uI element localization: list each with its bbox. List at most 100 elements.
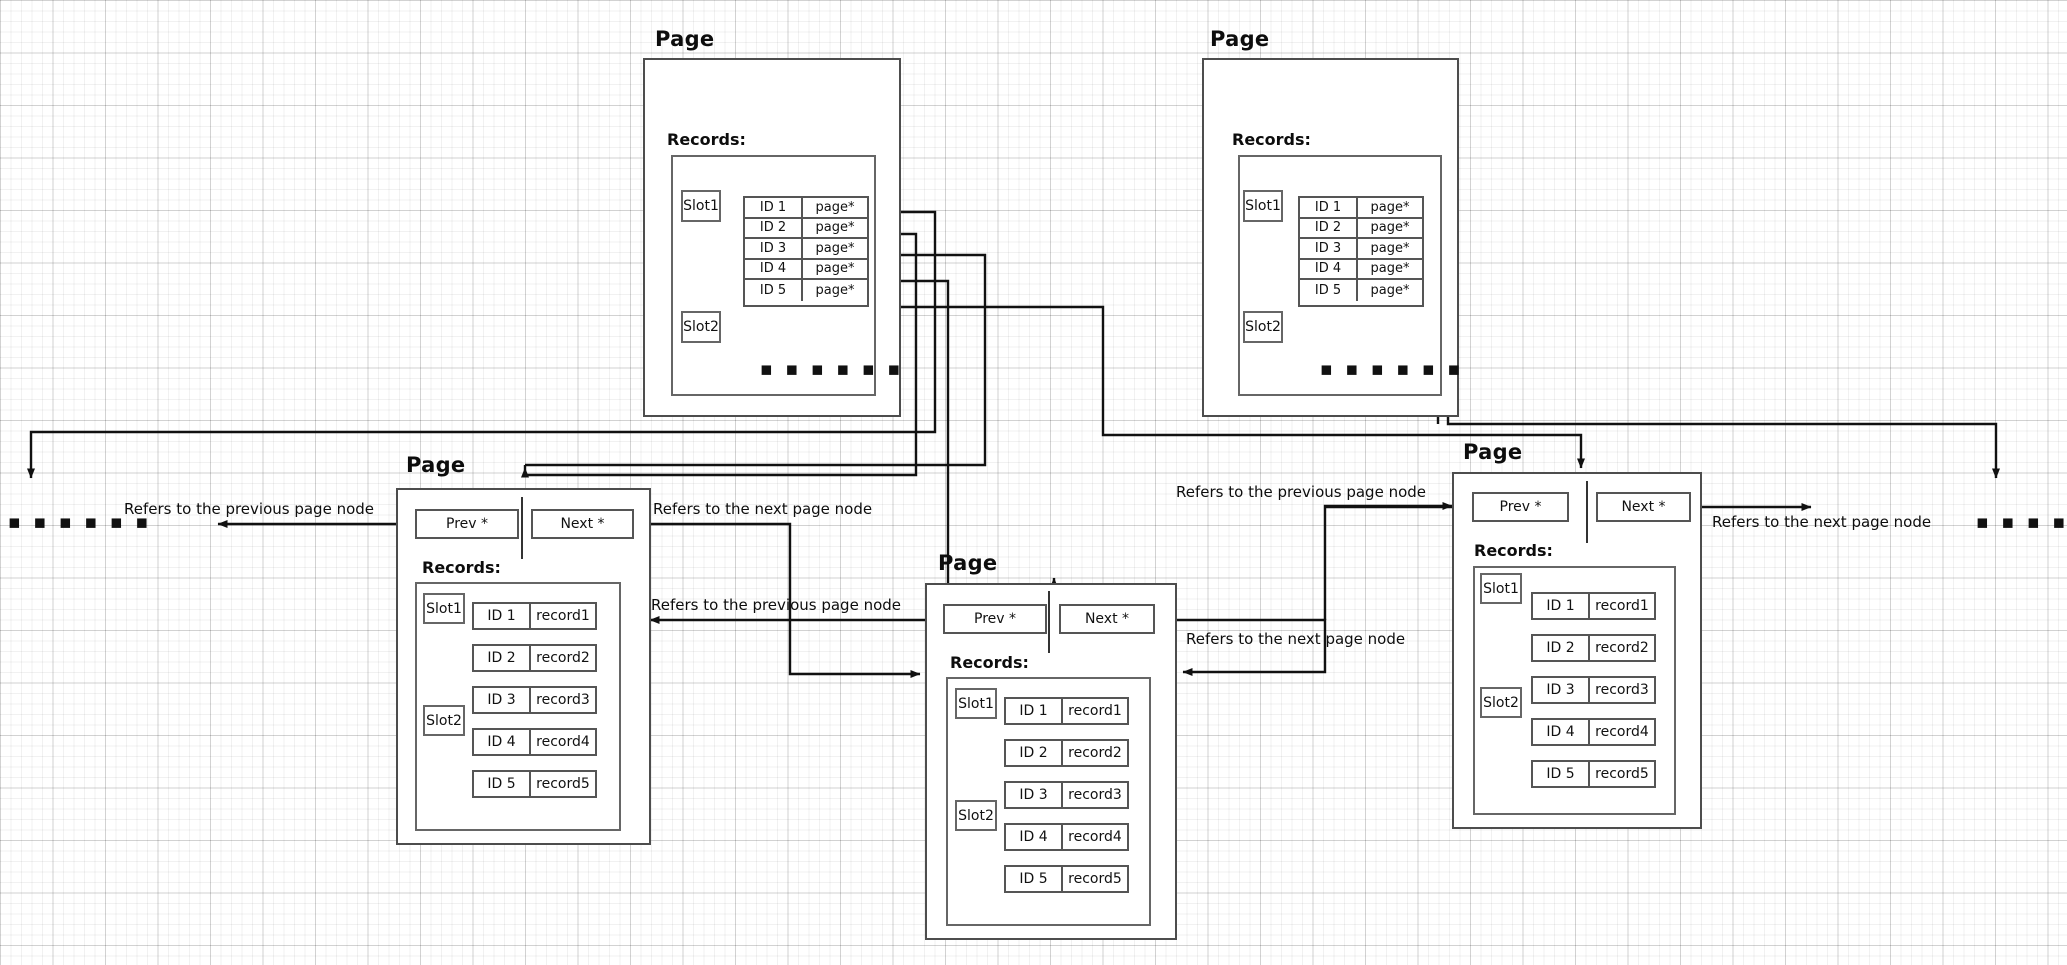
leaf-page-right-records-label: Records: (1474, 541, 1553, 560)
leaf-page-middle-slot2[interactable]: Slot2 (955, 800, 997, 831)
leaf-page-left-row-1[interactable]: ID 1 record1 (472, 602, 597, 630)
index-page-right-row-2-id: ID 2 (1300, 218, 1358, 237)
leaf-page-middle-title: Page (938, 551, 998, 575)
leaf-page-left-row-5-value: record5 (536, 776, 590, 792)
leaf-page-middle-row-4-id: ID 4 (1006, 825, 1063, 849)
leaf-page-middle-row-3-id: ID 3 (1006, 783, 1063, 807)
index-page-right-row-3-id: ID 3 (1300, 239, 1358, 258)
index-page-right-row-4-id: ID 4 (1300, 259, 1358, 278)
leaf-page-left-row-3[interactable]: ID 3 record3 (472, 686, 597, 714)
leaf-page-right-prev[interactable]: Prev * (1472, 492, 1569, 522)
index-page-left-records-label: Records: (667, 130, 746, 149)
leaf-page-left-row-2-value: record2 (536, 650, 590, 666)
leaf-page-middle-next[interactable]: Next * (1059, 604, 1155, 634)
leaf-page-right-divider (1586, 481, 1588, 543)
index-page-right-row-3-value: page* (1370, 240, 1410, 256)
index-page-right-row-5[interactable]: ID 5 page* (1300, 280, 1422, 301)
index-page-left-row-1-value: page* (815, 199, 855, 215)
index-page-left-row-3-id: ID 3 (745, 239, 803, 258)
index-page-right-row-1[interactable]: ID 1 page* (1300, 198, 1422, 219)
leaf-page-right-slot2[interactable]: Slot2 (1480, 687, 1522, 718)
leaf-page-middle-row-1-value: record1 (1068, 703, 1122, 719)
index-page-right-row-1-value: page* (1370, 199, 1410, 215)
leaf-page-left-divider (521, 497, 523, 559)
index-page-right-row-2[interactable]: ID 2 page* (1300, 218, 1422, 239)
leaf-page-middle-row-5[interactable]: ID 5 record5 (1004, 865, 1129, 893)
leaf-page-left-title: Page (406, 453, 466, 477)
leaf-page-middle-row-3[interactable]: ID 3 record3 (1004, 781, 1129, 809)
index-page-right-row-5-id: ID 5 (1300, 280, 1358, 301)
index-page-left-title: Page (655, 27, 715, 51)
leaf-page-middle-row-5-id: ID 5 (1006, 867, 1063, 891)
leaf-page-right-row-4[interactable]: ID 4 record4 (1531, 718, 1656, 746)
leaf-page-left-row-3-id: ID 3 (474, 688, 531, 712)
index-page-left-row-1[interactable]: ID 1 page* (745, 198, 867, 219)
leaf-page-left-slot1[interactable]: Slot1 (423, 593, 465, 624)
leaf-page-middle-row-3-value: record3 (1068, 787, 1122, 803)
index-page-left-row-2-id: ID 2 (745, 218, 803, 237)
leaf-page-middle-prev[interactable]: Prev * (943, 604, 1047, 634)
edge-label-middle-prev: Refers to the previous page node (651, 596, 902, 614)
leaf-page-middle-row-2-id: ID 2 (1006, 741, 1063, 765)
index-page-left-row-5-id: ID 5 (745, 280, 803, 301)
leaf-page-middle-row-1[interactable]: ID 1 record1 (1004, 697, 1129, 725)
index-page-left-row-1-id: ID 1 (745, 198, 803, 217)
leaf-page-right-row-1-id: ID 1 (1533, 594, 1590, 618)
leaf-page-left-row-2[interactable]: ID 2 record2 (472, 644, 597, 672)
index-page-left-row-3[interactable]: ID 3 page* (745, 239, 867, 260)
leaf-page-right-row-2-id: ID 2 (1533, 636, 1590, 660)
leaf-page-right-next[interactable]: Next * (1596, 492, 1691, 522)
leaf-page-right-row-3-value: record3 (1595, 682, 1649, 698)
leaf-page-left-row-1-value: record1 (536, 608, 590, 624)
leaf-page-left-row-4[interactable]: ID 4 record4 (472, 728, 597, 756)
leaf-page-middle-row-2[interactable]: ID 2 record2 (1004, 739, 1129, 767)
index-page-right-slot1[interactable]: Slot1 (1243, 190, 1283, 222)
index-page-right-row-2-value: page* (1370, 220, 1410, 236)
leaf-page-middle-records-label: Records: (950, 653, 1029, 672)
wire-idx-right-row1 (1424, 210, 2000, 479)
leaf-page-left-row-3-value: record3 (536, 692, 590, 708)
leaf-page-right-row-5[interactable]: ID 5 record5 (1531, 760, 1656, 788)
leaf-page-middle-row-4[interactable]: ID 4 record4 (1004, 823, 1129, 851)
index-page-left-row-2-value: page* (815, 220, 855, 236)
leaf-page-right-row-2[interactable]: ID 2 record2 (1531, 634, 1656, 662)
index-page-right-title: Page (1210, 27, 1270, 51)
leaf-page-right-row-1-value: record1 (1595, 598, 1649, 614)
ellipsis-far-left: ▪ ▪ ▪ ▪ ▪ ▪ (8, 511, 152, 533)
edge-label-middle-next: Refers to the next page node (1186, 630, 1406, 648)
leaf-page-left-row-5-id: ID 5 (474, 772, 531, 796)
index-page-right-row-4[interactable]: ID 4 page* (1300, 259, 1422, 280)
index-page-right-row-5-value: page* (1370, 282, 1410, 298)
leaf-page-left-slot2[interactable]: Slot2 (423, 705, 465, 736)
leaf-page-left-row-1-id: ID 1 (474, 604, 531, 628)
leaf-page-right-row-3[interactable]: ID 3 record3 (1531, 676, 1656, 704)
leaf-page-right-row-5-value: record5 (1595, 766, 1649, 782)
index-page-left-row-4-id: ID 4 (745, 259, 803, 278)
index-page-left-row-4-value: page* (815, 261, 855, 277)
leaf-page-middle-row-5-value: record5 (1068, 871, 1122, 887)
leaf-page-left-row-5[interactable]: ID 5 record5 (472, 770, 597, 798)
leaf-page-left-prev[interactable]: Prev * (415, 509, 519, 539)
leaf-page-middle-row-1-id: ID 1 (1006, 699, 1063, 723)
index-page-right-row-3[interactable]: ID 3 page* (1300, 239, 1422, 260)
index-page-right-slot2[interactable]: Slot2 (1243, 311, 1283, 343)
leaf-page-right-row-1[interactable]: ID 1 record1 (1531, 592, 1656, 620)
leaf-page-left-next[interactable]: Next * (531, 509, 634, 539)
index-page-left-slot2[interactable]: Slot2 (681, 311, 721, 343)
index-page-left-ptr-table: ID 1 page* ID 2 page* ID 3 page* ID 4 pa… (743, 196, 869, 307)
index-page-right-row-4-value: page* (1370, 261, 1410, 277)
leaf-page-left-row-2-id: ID 2 (474, 646, 531, 670)
index-page-left-row-3-value: page* (815, 240, 855, 256)
ellipsis-far-right: ▪ ▪ ▪ ▪ ▪ ▪ (1976, 511, 2067, 533)
index-page-left-row-5[interactable]: ID 5 page* (745, 280, 867, 301)
leaf-page-left-row-4-id: ID 4 (474, 730, 531, 754)
leaf-page-middle-slot1[interactable]: Slot1 (955, 688, 997, 719)
index-page-left-row-2[interactable]: ID 2 page* (745, 218, 867, 239)
index-page-left-slot1[interactable]: Slot1 (681, 190, 721, 222)
index-page-left-row-4[interactable]: ID 4 page* (745, 259, 867, 280)
leaf-page-middle-row-2-value: record2 (1068, 745, 1122, 761)
leaf-page-right-slot1[interactable]: Slot1 (1480, 573, 1522, 604)
index-page-right-records-label: Records: (1232, 130, 1311, 149)
index-page-right-ellipsis: ▪ ▪ ▪ ▪ ▪ ▪ (1320, 358, 1464, 380)
